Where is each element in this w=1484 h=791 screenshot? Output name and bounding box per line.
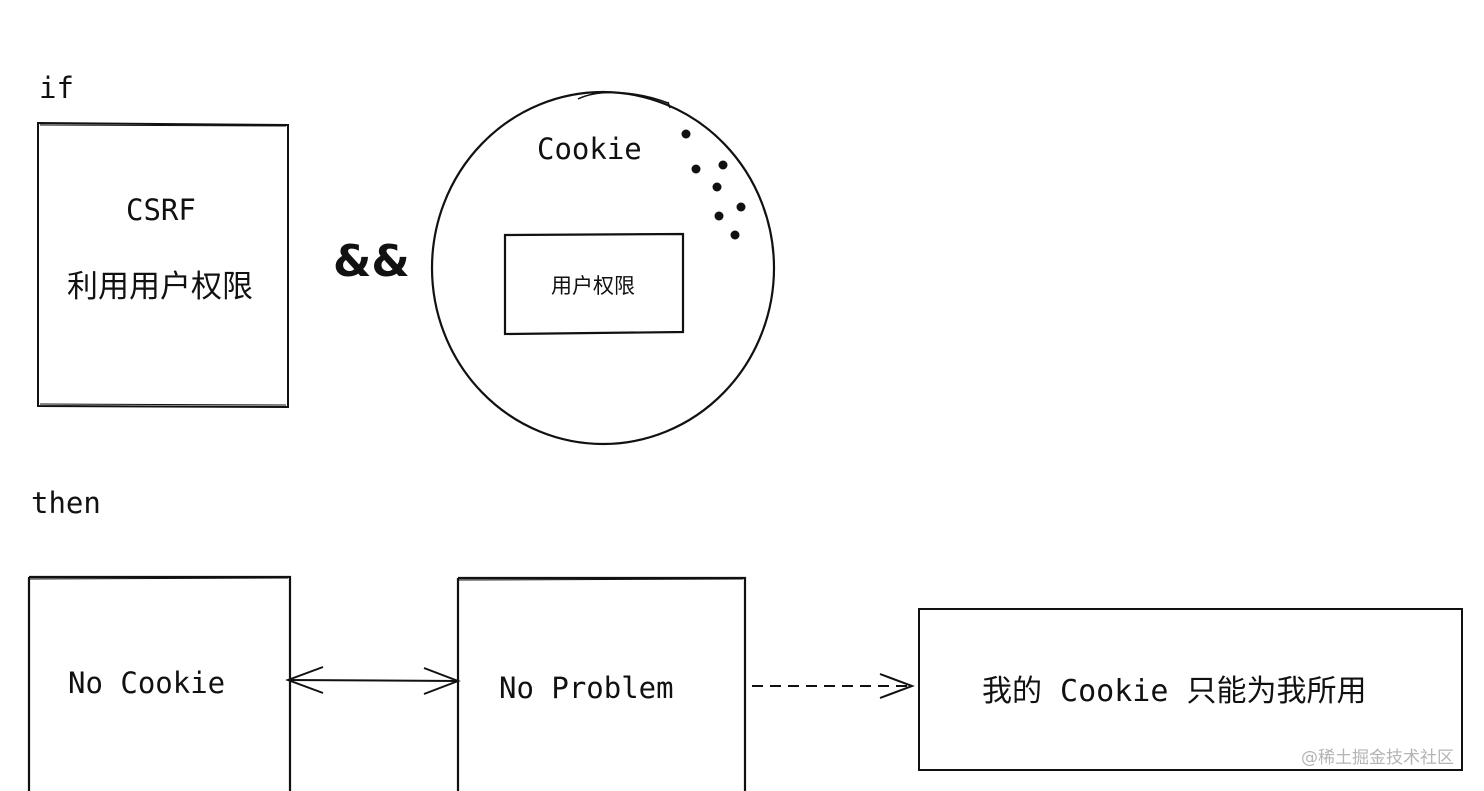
cookie-circle (430, 90, 776, 446)
no-problem-label: No Problem (499, 671, 674, 705)
cookie-bite-mark (667, 101, 671, 109)
and-operator: && (333, 236, 410, 287)
double-arrow (285, 666, 461, 695)
if-label: if (39, 71, 74, 105)
crumb-dot (712, 182, 722, 192)
crumb-dot (681, 129, 691, 139)
no-problem-box (456, 576, 747, 791)
csrf-box-sketch-line (39, 124, 287, 406)
no-cookie-box-sketch-line (29, 577, 289, 580)
watermark: @稀土掘金技术社区 (1301, 748, 1454, 768)
no-problem-box-sketch-line (458, 578, 744, 581)
cookie-title: Cookie (537, 132, 642, 166)
crumb-dot (714, 211, 724, 221)
csrf-title: CSRF (126, 193, 196, 227)
then-label: then (31, 486, 101, 520)
crumb-dot (736, 202, 746, 212)
crumb-dot (691, 164, 701, 174)
cookie-crumbs (681, 129, 746, 240)
no-cookie-box (27, 575, 292, 791)
cookie-circle-sketch-stroke (577, 91, 669, 104)
inner-permission-label: 用户权限 (551, 274, 635, 298)
result-label: 我的 Cookie 只能为我所用 (982, 674, 1367, 709)
result-box (918, 608, 1463, 771)
dashed-arrow (752, 673, 915, 699)
csrf-subtitle: 利用用户权限 (67, 269, 253, 305)
inner-permission-box (503, 232, 685, 336)
crumb-dot (730, 230, 740, 240)
no-cookie-label: No Cookie (68, 666, 226, 700)
csrf-box (37, 121, 289, 409)
crumb-dot (718, 160, 728, 170)
